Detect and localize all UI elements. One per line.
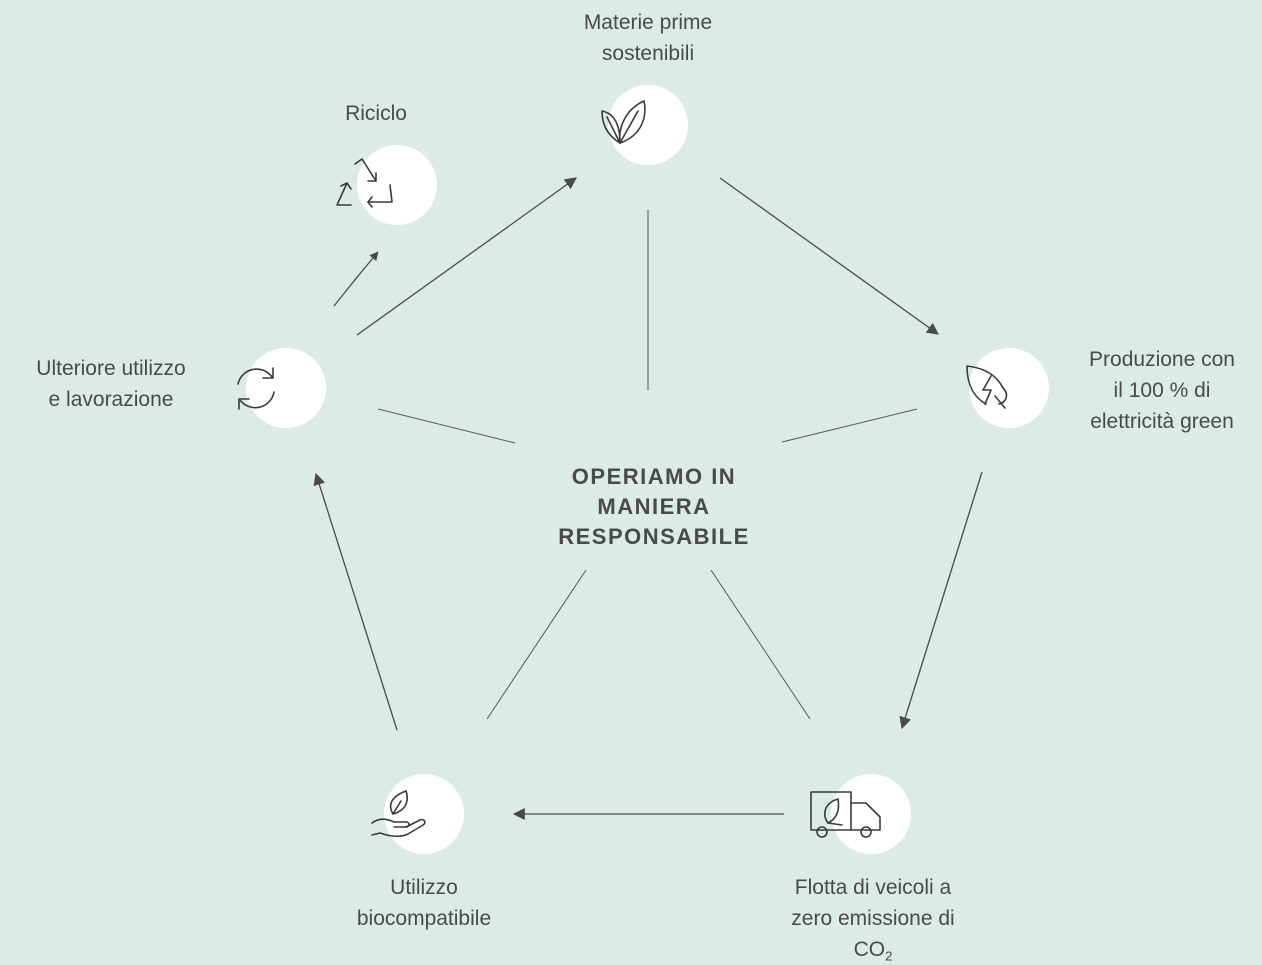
green-electricity-icon [966, 365, 1008, 409]
spoke-produzione [781, 408, 918, 443]
arrow-ulteriore-to-materie [356, 177, 577, 336]
hand-leaf-icon [371, 790, 426, 838]
label-ulteriore: Ulteriore utilizzo e lavorazione [36, 357, 186, 411]
label-utilizzo: Utilizzo biocompatibile [356, 876, 492, 930]
arrow-produzione-to-flotta [899, 471, 983, 730]
spoke-flotta [710, 569, 811, 720]
arrow-ulteriore-to-riciclo [333, 251, 379, 307]
label-flotta: Flotta di veicoli a zero emissione di CO… [743, 872, 1003, 965]
label-flotta-subscript: 2 [885, 948, 893, 964]
label-riciclo: Riciclo [345, 102, 407, 125]
label-produzione: Produzione con il 100 % di elettricità g… [1089, 348, 1235, 433]
node-circle-produzione [969, 348, 1049, 428]
label-materie: Materie prime sostenibili [583, 11, 713, 65]
eco-truck-icon [810, 791, 881, 838]
node-circle-utilizzo [384, 774, 464, 854]
node-circle-ulteriore [246, 348, 326, 428]
node-circle-riciclo [357, 145, 437, 225]
label-flotta-text: Flotta di veicoli a zero emissione di CO [791, 876, 955, 961]
spoke-utilizzo [486, 569, 587, 720]
refresh-cycle-icon [237, 367, 275, 410]
recycle-icon [336, 158, 393, 208]
node-circle-materie [608, 85, 688, 165]
leaf-icon [601, 100, 646, 144]
arrow-utilizzo-to-ulteriore [313, 472, 398, 731]
spoke-ulteriore [377, 408, 516, 444]
center-title: OPERIAMO IN MANIERA RESPONSABILE [558, 464, 750, 549]
node-circle-flotta [831, 774, 911, 854]
arrow-materie-to-produzione [719, 177, 939, 335]
